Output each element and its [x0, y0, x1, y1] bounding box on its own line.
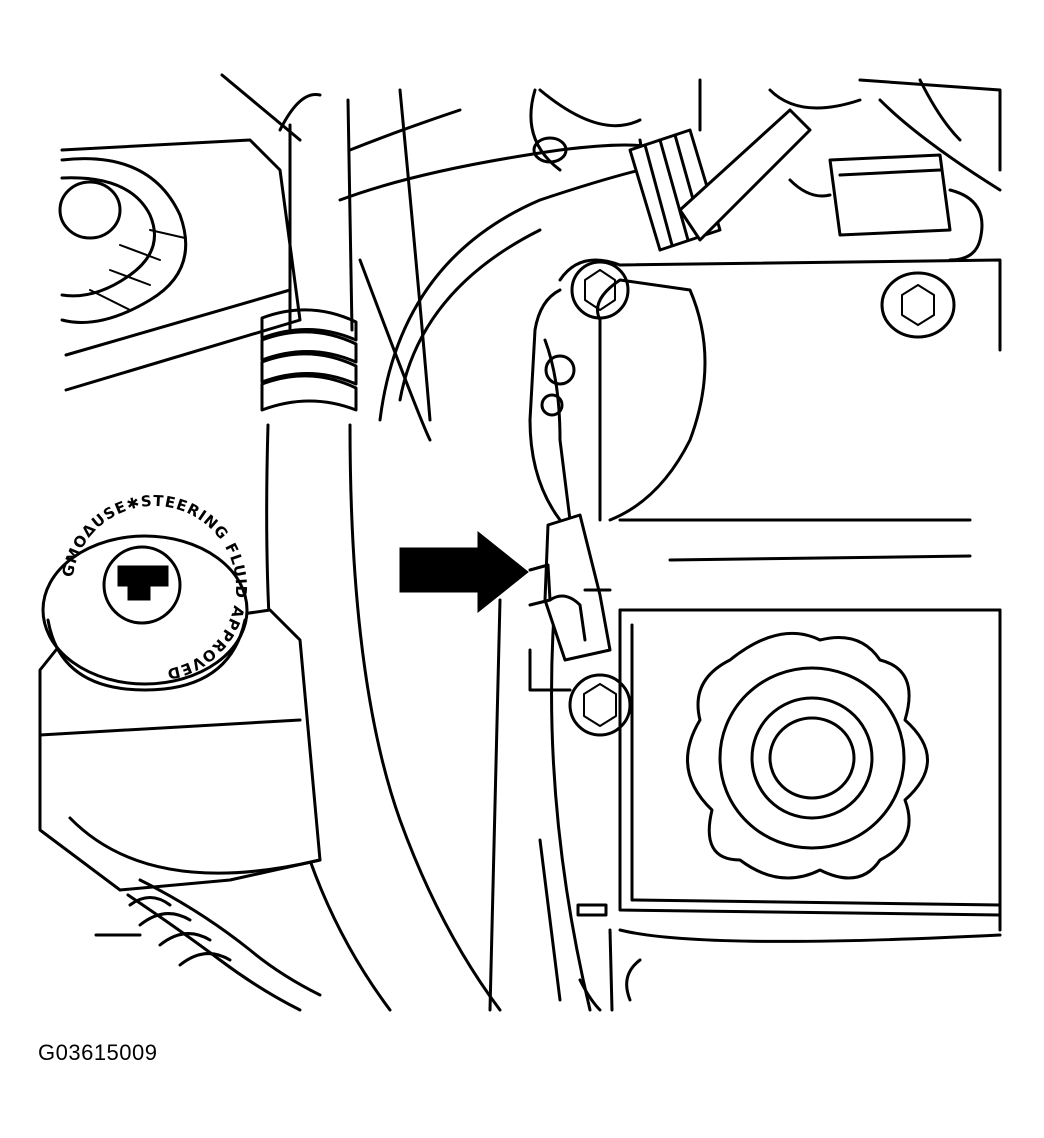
- mounting-bolt-top-left: [570, 260, 630, 320]
- ac-line-lower: [94, 878, 322, 1012]
- figure-code: G03615009: [38, 1040, 158, 1065]
- power-steering-reservoir: GMOΔUSE✱STEERING FLUID APPROVED: [38, 492, 322, 892]
- coolant-reservoir: [58, 73, 302, 392]
- sensor-connector: [528, 513, 612, 662]
- coolant-cap: [58, 157, 188, 324]
- upper-right-components: [529, 78, 1002, 262]
- callout-arrow-icon: [399, 530, 529, 614]
- oil-filler-area: [618, 608, 1002, 943]
- ac-line-upper: [260, 92, 502, 1012]
- electrical-connector: [678, 108, 984, 262]
- engine-cover: [558, 258, 1002, 562]
- sensor-bracket: [528, 288, 632, 737]
- power-steering-cap: GMOΔUSE✱STEERING FLUID APPROVED: [41, 492, 249, 692]
- mounting-bolt-top-right: [880, 271, 956, 339]
- oil-filler-cap: [686, 631, 929, 880]
- sensor-bolt: [568, 673, 632, 737]
- center-hoses: [338, 88, 662, 1012]
- hose-clamp: [260, 308, 358, 412]
- lower-right-components: [538, 838, 642, 1012]
